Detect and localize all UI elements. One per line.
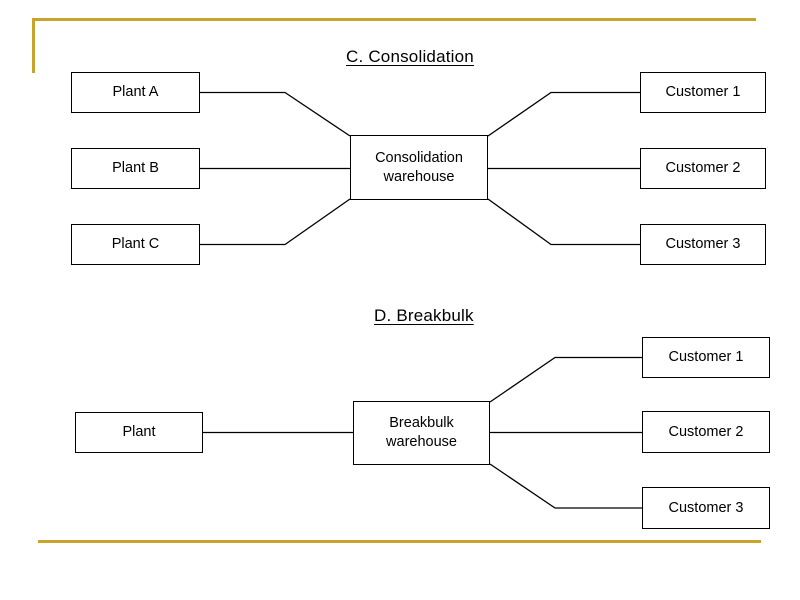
node-plant-b[interactable]: Plant B <box>71 148 200 189</box>
gold-rule-top <box>32 18 756 21</box>
node-consolidation-customer-1[interactable]: Customer 1 <box>640 72 766 113</box>
node-breakbulk-customer-3[interactable]: Customer 3 <box>642 487 770 529</box>
node-consolidation-customer-1-label: Customer 1 <box>665 84 741 101</box>
connector-breakbulk-to-cust-3 <box>489 463 642 509</box>
gold-rule-left <box>32 18 35 73</box>
connector-plant-a-to-hub <box>200 91 351 137</box>
section-title-breakbulk: D. Breakbulk <box>374 306 474 325</box>
node-breakbulk-warehouse-label: Breakbulk warehouse <box>386 415 457 450</box>
node-breakbulk-customer-1-label: Customer 1 <box>668 349 744 366</box>
gold-rule-bottom <box>38 540 761 543</box>
node-breakbulk-customer-1[interactable]: Customer 1 <box>642 337 770 378</box>
node-consolidation-customer-3-label: Customer 3 <box>665 236 741 253</box>
connector-plant-c-to-hub <box>200 198 351 246</box>
node-consolidation-warehouse[interactable]: Consolidation warehouse <box>350 135 488 200</box>
node-plant-label: Plant <box>122 424 156 441</box>
connector-hub-to-cust-1 <box>487 91 640 137</box>
connector-breakbulk-to-cust-1 <box>489 356 642 403</box>
node-consolidation-customer-2-label: Customer 2 <box>665 160 741 177</box>
node-plant-c-label: Plant C <box>111 236 160 253</box>
connector-hub-to-cust-3 <box>487 198 640 246</box>
section-title-consolidation: C. Consolidation <box>346 47 474 66</box>
node-breakbulk-customer-2-label: Customer 2 <box>668 423 744 440</box>
node-plant[interactable]: Plant <box>75 412 203 453</box>
node-consolidation-customer-3[interactable]: Customer 3 <box>640 224 766 265</box>
node-plant-a[interactable]: Plant A <box>71 72 200 113</box>
node-plant-c[interactable]: Plant C <box>71 224 200 265</box>
node-consolidation-warehouse-label: Consolidation warehouse <box>375 149 463 185</box>
node-breakbulk-customer-2[interactable]: Customer 2 <box>642 411 770 453</box>
node-breakbulk-customer-3-label: Customer 3 <box>668 499 744 516</box>
node-plant-b-label: Plant B <box>112 160 159 177</box>
node-consolidation-customer-2[interactable]: Customer 2 <box>640 148 766 189</box>
node-breakbulk-warehouse[interactable]: Breakbulk warehouse <box>353 401 490 465</box>
node-plant-a-label: Plant A <box>112 84 159 101</box>
